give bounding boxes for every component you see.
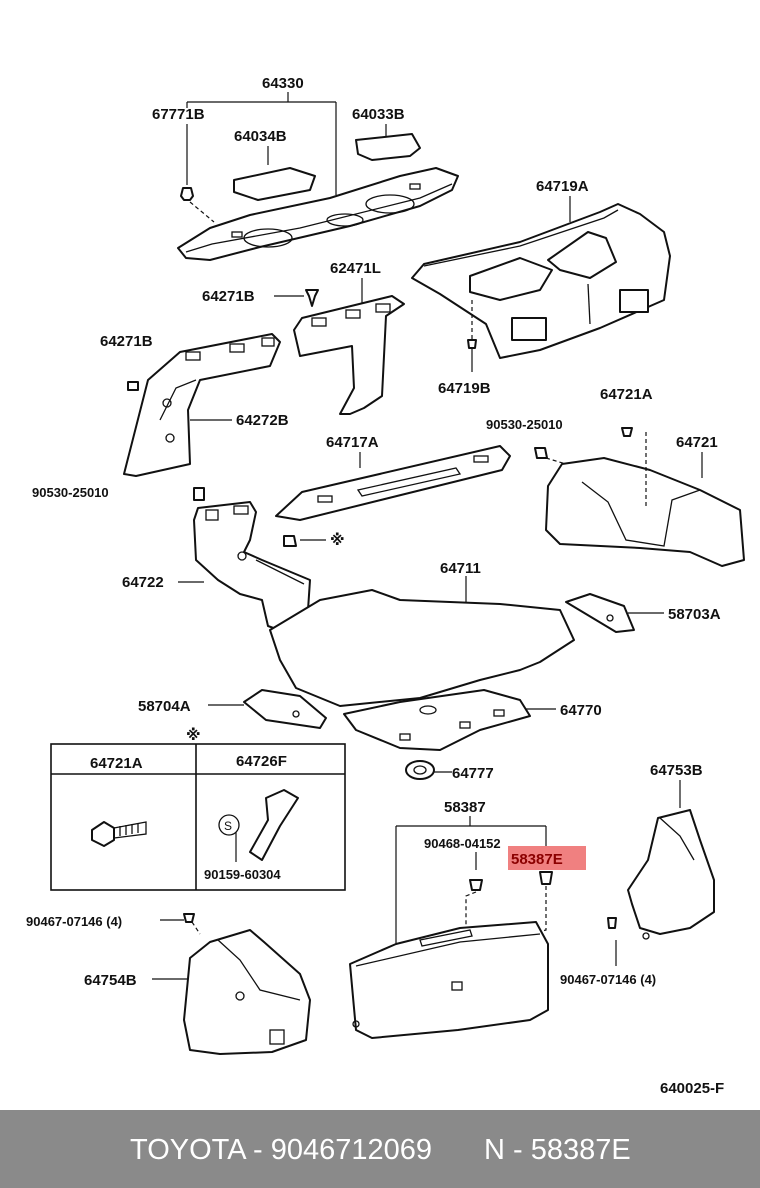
label-64330: 64330 <box>262 75 304 92</box>
label-mark-inset: ※ <box>186 726 201 744</box>
label-58704a: 58704A <box>138 698 191 715</box>
parts-diagram: 64330 67771B 64034B 64033B 64719A 62471L… <box>26 75 745 1097</box>
rear-panel-trim-group <box>411 196 671 372</box>
side-trim-64272b <box>123 333 281 477</box>
side-trim-64721 <box>534 427 745 567</box>
label-64717a: 64717A <box>326 434 379 451</box>
label-58703a: 58703A <box>668 606 721 623</box>
label-64721a: 64721A <box>600 386 653 403</box>
label-90530-right: 90530-25010 <box>486 417 563 432</box>
floor-board-64770 <box>343 689 556 751</box>
side-cover-64753b <box>607 780 715 966</box>
grommet-64777 <box>405 760 452 780</box>
label-64721: 64721 <box>676 434 718 451</box>
footer-bar: TOYOTA - 9046712069 N - 58387E <box>0 1110 760 1188</box>
label-64754b: 64754B <box>84 972 137 989</box>
inset-col1-label: 64721A <box>90 755 143 772</box>
label-64034b: 64034B <box>234 128 287 145</box>
side-trim-62471l <box>274 278 405 415</box>
label-64271b-upper: 64271B <box>202 288 255 305</box>
label-90467-right: 90467-07146 (4) <box>560 972 656 987</box>
label-640025f: 640025-F <box>660 1080 724 1097</box>
label-64777: 64777 <box>452 765 494 782</box>
label-64719b: 64719B <box>438 380 491 397</box>
cover-58704a <box>208 689 327 729</box>
label-90467-left: 90467-07146 (4) <box>26 914 122 929</box>
label-64753b: 64753B <box>650 762 703 779</box>
footer-part-number: TOYOTA - 9046712069 <box>130 1134 433 1166</box>
cover-64034b <box>233 167 316 201</box>
fastener-inset-table <box>50 743 346 891</box>
rear-sill-group-58387 <box>349 816 553 1039</box>
cover-58703a <box>565 593 664 633</box>
label-58387: 58387 <box>444 799 486 816</box>
label-58387e: 58387E <box>511 851 563 868</box>
highlight-box <box>508 846 586 870</box>
side-trim-64722 <box>178 487 326 641</box>
floor-mat-64711 <box>269 576 575 707</box>
package-tray-group <box>177 92 459 261</box>
inset-sub-label: 90159-60304 <box>204 867 281 882</box>
sill-plate-64717a <box>275 445 511 521</box>
label-67771b: 67771B <box>152 106 205 123</box>
inset-col2-label: 64726F <box>236 753 287 770</box>
label-mark-asterisk: ※ <box>330 531 345 549</box>
label-64722: 64722 <box>122 574 164 591</box>
footer-diagram-ref: N - 58387E <box>484 1134 631 1166</box>
package-tray-64330 <box>177 167 459 261</box>
label-90468: 90468-04152 <box>424 836 501 851</box>
label-62471l: 62471L <box>330 260 381 277</box>
label-64711: 64711 <box>440 560 481 577</box>
label-64770: 64770 <box>560 702 602 719</box>
label-64272b: 64272B <box>236 412 289 429</box>
label-90530-left: 90530-25010 <box>32 485 109 500</box>
bracket-icon <box>249 789 299 861</box>
inset-s-mark: S <box>224 819 232 833</box>
cover-64033b <box>355 133 421 161</box>
side-cover-64754b <box>152 913 311 1055</box>
clip-67771b <box>180 187 194 201</box>
label-64033b: 64033B <box>352 106 405 123</box>
screw-icon <box>91 821 115 847</box>
rear-sill-58387 <box>349 921 549 1039</box>
label-64719a: 64719A <box>536 178 589 195</box>
label-64271b-left: 64271B <box>100 333 153 350</box>
